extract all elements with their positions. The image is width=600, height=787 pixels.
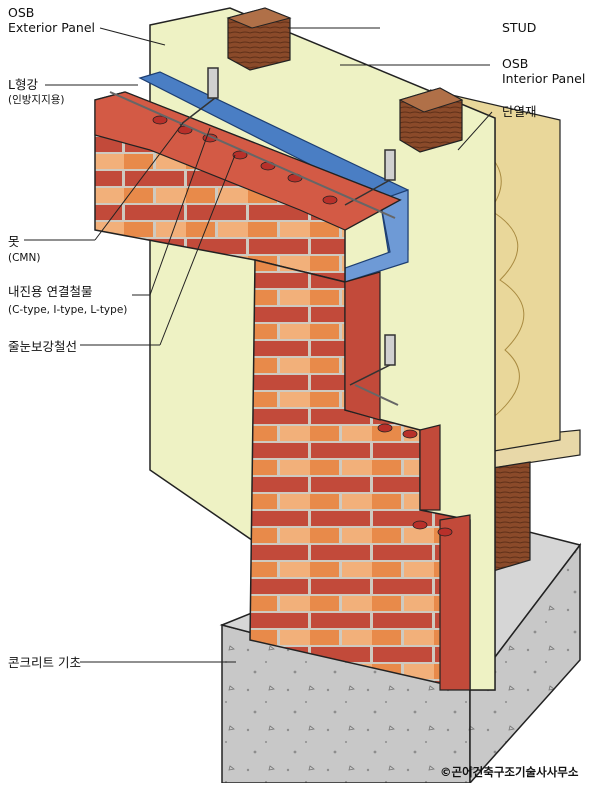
brick-core-holes: [152, 115, 453, 537]
label-nail: 못: [8, 234, 20, 249]
label-nail-sub: (CMN): [8, 252, 41, 264]
label-tie: 내진용 연결철물: [8, 284, 93, 299]
label-osb-exterior: OSB: [8, 5, 35, 20]
copyright-text: ©곤어건축구조기술사사무소: [440, 765, 579, 779]
label-osb-interior: OSB: [502, 56, 529, 71]
label-tie-sub: (C-type, I-type, L-type): [8, 304, 128, 316]
label-osb-exterior-panel: Exterior Panel: [8, 20, 95, 35]
label-joint-rebar: 줄눈보강철선: [8, 339, 78, 354]
callout-lines: [24, 27, 493, 663]
joint-reinforcement-wire: [109, 91, 396, 219]
label-stud: STUD: [502, 20, 537, 35]
stud-top: [226, 7, 464, 153]
label-angle: L형강: [8, 77, 38, 92]
seismic-ties: [179, 67, 396, 386]
label-osb-interior-panel: Interior Panel: [502, 71, 586, 86]
brick-wall-pier: [249, 259, 471, 691]
label-foundation: 콘크리트 기초: [8, 655, 81, 670]
label-insulation: 단열재: [502, 104, 537, 119]
label-angle-sub: (인방지지용): [8, 94, 65, 106]
